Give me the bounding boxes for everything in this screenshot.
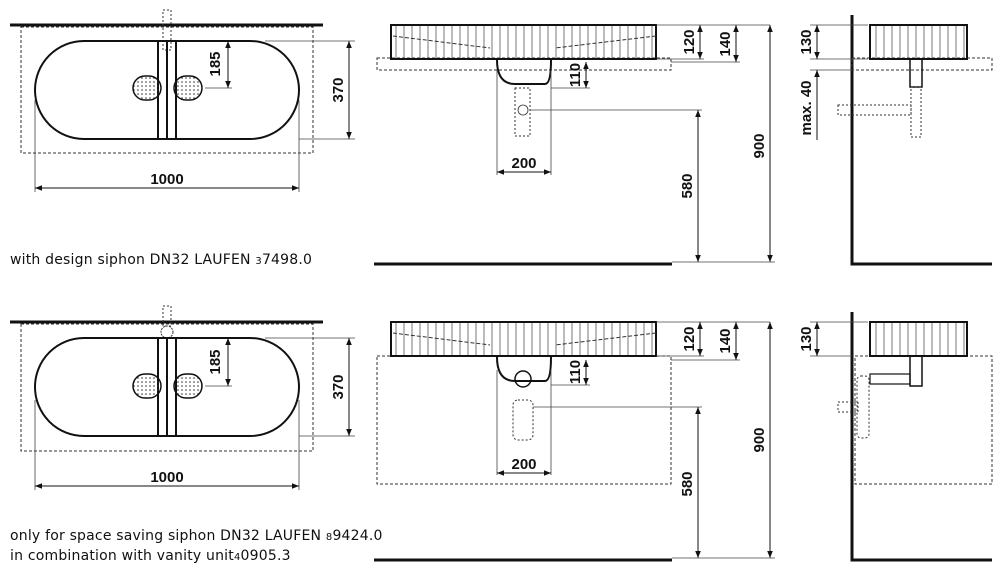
wall-floor-line — [850, 312, 992, 562]
caption-bottom-line2: in combination with vanity unit40905.3 — [10, 548, 291, 564]
svg-text:580: 580 — [679, 471, 696, 496]
drain-left-icon — [132, 373, 162, 399]
article-code-prefix: 3 — [255, 256, 262, 267]
caption-bottom-line1: only for space saving siphon DN32 LAUFEN… — [10, 528, 383, 544]
svg-text:185: 185 — [207, 51, 224, 76]
svg-text:200: 200 — [511, 456, 536, 473]
top-front-view: 200 120 140 110 580 900 — [374, 24, 775, 266]
basin-front — [390, 24, 657, 60]
svg-text:140: 140 — [717, 31, 734, 56]
countertop-outline — [20, 26, 314, 154]
caption-text: in combination with vanity unit — [10, 548, 234, 564]
drain-outlet — [512, 399, 534, 441]
top-side-view: 130 max. 40 — [798, 15, 993, 266]
article-code-prefix: 8 — [325, 532, 333, 543]
svg-text:185: 185 — [207, 349, 224, 374]
bottom-plan-view: 185 370 1000 — [10, 305, 355, 490]
svg-text:900: 900 — [751, 427, 768, 452]
caption-top: with design siphon DN32 LAUFEN 37498.0 — [10, 252, 312, 268]
drain-left-icon — [132, 75, 162, 101]
siphon-pipe — [496, 356, 552, 382]
svg-text:120: 120 — [681, 326, 698, 351]
svg-text:580: 580 — [679, 173, 696, 198]
caption-text: only for space saving siphon DN32 LAUFEN — [10, 528, 322, 544]
svg-text:1000: 1000 — [150, 469, 183, 486]
siphon-side — [909, 58, 923, 88]
svg-text:900: 900 — [751, 133, 768, 158]
svg-text:1000: 1000 — [150, 171, 183, 188]
svg-text:max. 40: max. 40 — [798, 80, 815, 135]
drain-right-icon — [173, 75, 203, 101]
basin-front — [390, 321, 657, 357]
article-code-prefix: 4 — [233, 552, 241, 563]
svg-text:370: 370 — [330, 374, 347, 399]
wall-floor-line — [850, 15, 992, 266]
siphon-icon — [160, 325, 174, 339]
bottom-front-view: 200 120 140 110 580 900 — [374, 321, 775, 562]
basin-side — [869, 24, 968, 60]
svg-text:120: 120 — [681, 29, 698, 54]
svg-text:110: 110 — [567, 360, 584, 384]
top-plan-view: 185 370 1000 — [10, 9, 355, 192]
svg-text:140: 140 — [717, 328, 734, 353]
vanity-outline — [20, 323, 314, 452]
drain-outlet — [514, 87, 531, 137]
svg-text:110: 110 — [567, 63, 584, 87]
siphon-side — [909, 355, 923, 387]
vanity-outline — [854, 355, 993, 485]
siphon-pipe — [496, 59, 552, 85]
svg-text:130: 130 — [798, 326, 815, 351]
caption-text: with design siphon DN32 LAUFEN — [10, 252, 251, 268]
bottom-side-view: 130 — [798, 312, 993, 562]
svg-text:130: 130 — [798, 29, 815, 54]
article-code: 9424.0 — [332, 528, 383, 544]
article-code: 0905.3 — [240, 548, 291, 564]
svg-text:370: 370 — [330, 77, 347, 102]
basin-side — [869, 321, 968, 357]
drain-right-icon — [173, 373, 203, 399]
svg-text:200: 200 — [511, 155, 536, 172]
article-code: 7498.0 — [261, 252, 313, 268]
